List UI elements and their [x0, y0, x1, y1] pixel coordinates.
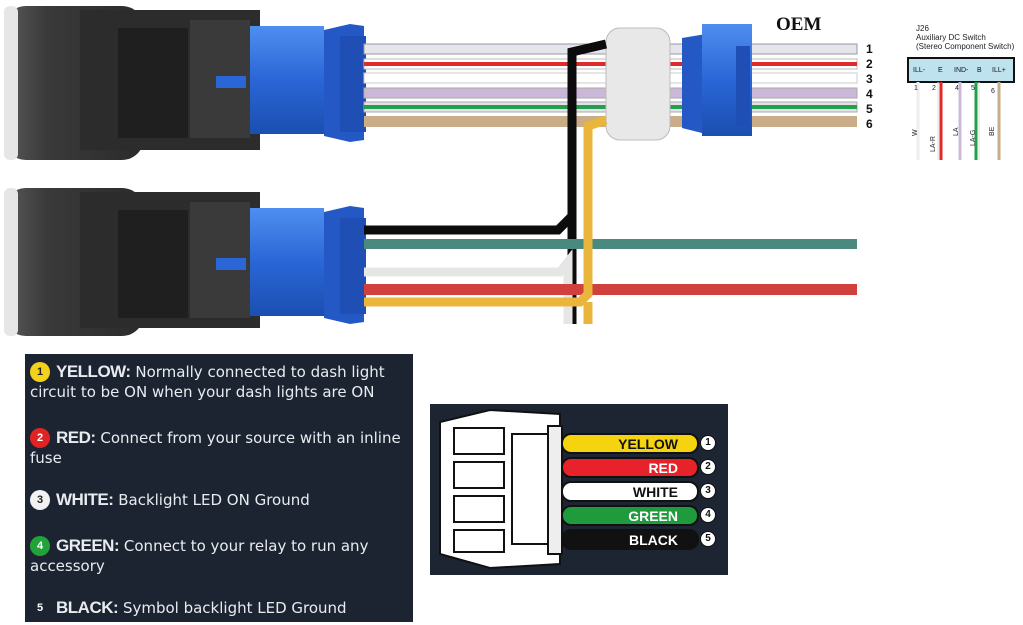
j26-terminal-b: B: [977, 67, 982, 74]
connector-wire-black: [561, 529, 699, 550]
connector-num-3: 3: [700, 483, 716, 499]
j26-name: Auxiliary DC Switch: [916, 33, 986, 42]
j26-wire-w: W: [912, 129, 919, 136]
connector-wire-white: [561, 481, 699, 502]
wiring-illustration: [4, 6, 1015, 336]
bottom-wire-bundle: [364, 39, 857, 324]
splice-box: [605, 27, 671, 141]
connector-pinout-panel: YELLOW RED WHITE GREEN BLACK 1 2 3 4 5: [430, 404, 728, 575]
connector-label-black: BLACK: [629, 532, 678, 548]
j26-terminal-e: E: [938, 67, 943, 74]
j26-wire-la: LA: [953, 127, 960, 136]
bottom-switch: [4, 188, 366, 336]
legend-item-white: 3 WHITE: Backlight LED ON Ground: [30, 490, 410, 510]
j26-wire-la-g: LA-G: [970, 129, 977, 146]
connector-num-4: 4: [700, 507, 716, 523]
legend-text-yellow: Normally connected to dash light circuit…: [30, 363, 385, 401]
legend-name-black: BLACK:: [56, 598, 119, 617]
legend-badge-4: 4: [30, 536, 50, 556]
j26-schematic: [907, 57, 1015, 160]
j26-pin-1: 1: [914, 85, 918, 92]
oem-connector: [682, 24, 752, 136]
legend-item-black: 5 BLACK: Symbol backlight LED Ground: [30, 598, 410, 618]
oem-pin-6: 6: [866, 117, 873, 131]
connector-num-5: 5: [700, 531, 716, 547]
legend-badge-3: 3: [30, 490, 50, 510]
oem-pin-4: 4: [866, 87, 873, 101]
oem-pin-2: 2: [866, 57, 873, 71]
j26-code: J26: [916, 24, 929, 33]
top-switch: [4, 6, 366, 160]
connector-illustration: [439, 408, 699, 570]
legend-item-yellow: 1 YELLOW: Normally connected to dash ligh…: [30, 362, 410, 402]
legend-badge-2: 2: [30, 428, 50, 448]
legend-text-red: Connect from your source with an inline …: [30, 429, 401, 467]
j26-terminal-ill-minus: ILL-: [913, 67, 926, 74]
oem-pin-3: 3: [866, 72, 873, 86]
j26-pin-5: 5: [971, 85, 975, 92]
j26-wire-be: BE: [989, 126, 996, 136]
connector-num-1: 1: [700, 435, 716, 451]
j26-pin-4: 4: [955, 85, 959, 92]
legend-name-green: GREEN:: [56, 536, 120, 555]
connector-num-2: 2: [700, 459, 716, 475]
j26-pin-6: 6: [991, 88, 995, 95]
j26-wire-la-r: LA-R: [930, 136, 937, 152]
legend-name-yellow: YELLOW:: [56, 362, 131, 381]
wire-legend-panel: 1 YELLOW: Normally connected to dash ligh…: [25, 354, 413, 622]
j26-subtitle: (Stereo Component Switch): [916, 42, 1015, 51]
legend-text-black: Symbol backlight LED Ground: [122, 599, 347, 617]
connector-wire-green: [561, 505, 699, 526]
legend-name-red: RED:: [56, 428, 96, 447]
legend-badge-1: 1: [30, 362, 50, 382]
j26-terminal-ill-plus: ILL+: [992, 67, 1006, 74]
connector-wire-yellow: [561, 433, 699, 454]
legend-item-red: 2 RED: Connect from your source with an i…: [30, 428, 410, 468]
oem-pin-5: 5: [866, 102, 873, 116]
legend-badge-5: 5: [36, 602, 44, 614]
legend-text-green: Connect to your relay to run any accesso…: [30, 537, 369, 575]
connector-label-red: RED: [648, 460, 678, 476]
j26-pin-2: 2: [932, 85, 936, 92]
oem-label: OEM: [776, 14, 822, 35]
j26-terminal-ind-minus: IND-: [954, 67, 969, 74]
connector-label-white: WHITE: [632, 484, 678, 500]
connector-label-yellow: YELLOW: [618, 436, 678, 452]
connector-wire-red: [561, 457, 699, 478]
oem-pin-1: 1: [866, 42, 873, 56]
connector-label-green: GREEN: [628, 508, 678, 524]
legend-text-white: Backlight LED ON Ground: [118, 491, 310, 509]
legend-name-white: WHITE:: [56, 490, 114, 509]
legend-item-green: 4 GREEN: Connect to your relay to run any…: [30, 536, 410, 576]
